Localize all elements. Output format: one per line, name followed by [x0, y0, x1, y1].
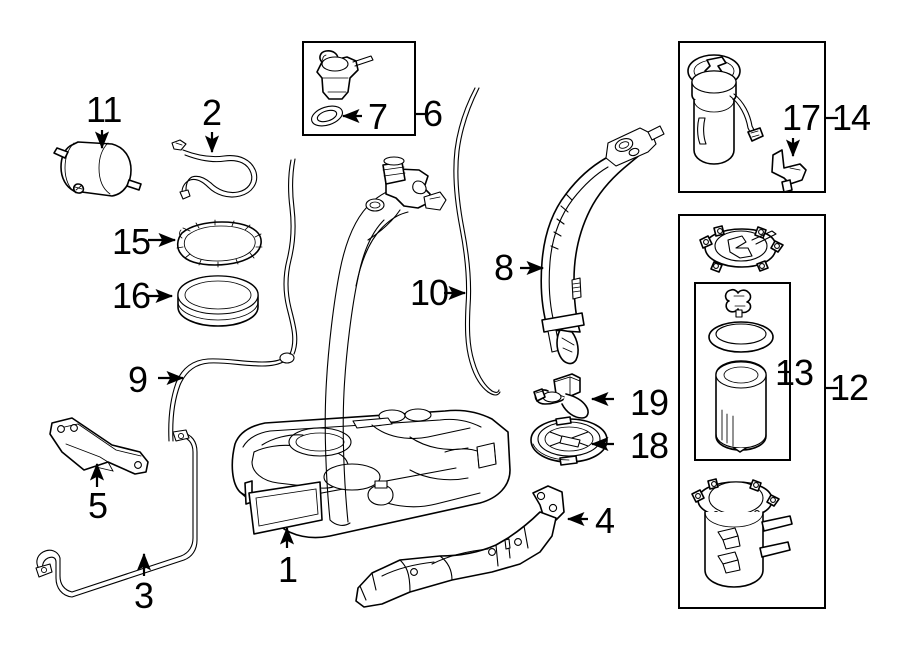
callout-label-3[interactable]: 3: [134, 575, 154, 616]
callout-label-16[interactable]: 16: [112, 275, 151, 316]
part-fuel-filler-neck: [540, 125, 665, 365]
part-level-sensor: [771, 149, 807, 193]
part-filter-seal: [708, 321, 774, 353]
part-pump-head: [699, 225, 784, 273]
part-lock-ring: [176, 219, 263, 268]
part-regulator-o-ring: [310, 105, 344, 127]
part-rollover-valve: [533, 373, 589, 419]
part-support-bracket: [49, 417, 149, 475]
part-fuel-tank: [231, 408, 511, 539]
callout-label-19[interactable]: 19: [630, 382, 669, 423]
part-skid-plate: [355, 485, 565, 608]
part-filler-pipe-center: [324, 156, 447, 526]
callout-label-18[interactable]: 18: [630, 425, 669, 466]
callout-label-2[interactable]: 2: [202, 92, 222, 133]
part-seal-ring: [177, 275, 259, 327]
callout-label-1[interactable]: 1: [278, 549, 298, 590]
part-access-cover: [530, 416, 608, 466]
callout-label-10[interactable]: 10: [410, 272, 449, 313]
part-filter-kit-cap: [724, 288, 752, 318]
callout-label-6[interactable]: 6: [423, 93, 443, 134]
callout-label-17[interactable]: 17: [782, 97, 821, 138]
callout-label-15[interactable]: 15: [112, 221, 151, 262]
part-wiring-harness: [171, 139, 258, 200]
pump-assembly-box: [678, 214, 826, 609]
part-fuel-filter: [53, 141, 142, 197]
part-pump-reservoir: [691, 478, 793, 588]
part-pump-module: [687, 54, 764, 165]
callout-label-13[interactable]: 13: [775, 352, 814, 393]
callout-label-4[interactable]: 4: [595, 500, 615, 541]
callout-label-14[interactable]: 14: [832, 97, 871, 138]
callout-label-9[interactable]: 9: [128, 359, 148, 400]
callout-label-5[interactable]: 5: [88, 485, 108, 526]
part-pressure-regulator: [316, 50, 374, 100]
part-fuel-feed-line: [168, 158, 298, 442]
callout-label-11[interactable]: 11: [86, 89, 122, 130]
callout-label-7[interactable]: 7: [368, 96, 388, 137]
part-vent-hose: [453, 87, 501, 396]
part-tank-strap: [35, 429, 198, 598]
part-filter-element: [715, 360, 767, 453]
regulator-box: [302, 41, 416, 136]
callout-label-12[interactable]: 12: [830, 367, 869, 408]
callout-label-8[interactable]: 8: [494, 247, 514, 288]
